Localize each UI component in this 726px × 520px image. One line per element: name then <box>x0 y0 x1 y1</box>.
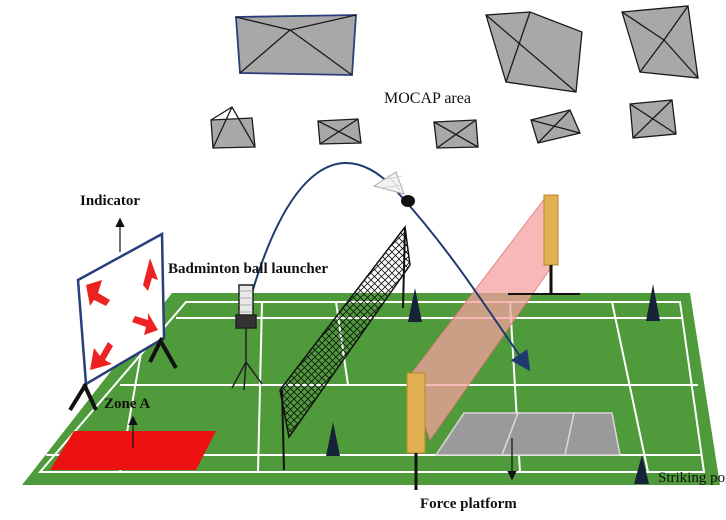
mocap-camera-icon <box>210 106 256 149</box>
indicator-board <box>68 217 178 412</box>
striking-point-label: Striking point <box>658 470 726 486</box>
badminton-net <box>279 225 411 471</box>
mocap-camera-icon <box>621 5 699 79</box>
mocap-camera-icon <box>629 99 677 139</box>
zone-a-label: Zone A <box>104 396 151 412</box>
ball-launcher-icon <box>231 284 263 391</box>
mocap-area-label: MOCAP area <box>384 90 471 107</box>
indicator-label: Indicator <box>80 193 140 209</box>
force-platform-label: Force platform <box>420 496 517 512</box>
red-arrow-icon <box>143 258 158 291</box>
mocap-cameras <box>210 5 699 149</box>
striking-point-cone-icon <box>634 455 649 484</box>
striking-point-cone-icon <box>326 422 340 456</box>
force-platform <box>434 412 621 456</box>
red-arrow-icon <box>86 280 110 306</box>
striking-point-cone-icon <box>408 288 422 322</box>
striking-point-cone-icon <box>646 284 660 321</box>
mocap-camera-icon <box>485 11 583 93</box>
mocap-camera-icon <box>530 109 581 144</box>
sensor-post-far <box>508 194 580 295</box>
mocap-camera-icon <box>433 119 479 149</box>
red-arrow-icon <box>132 313 158 335</box>
mocap-camera-icon <box>235 14 357 76</box>
sensor-post-near <box>406 372 426 490</box>
red-arrow-icon <box>90 342 113 370</box>
ball-launcher-label: Badminton ball launcher <box>168 261 329 277</box>
striking-point-cones <box>326 284 660 484</box>
shuttlecock-icon <box>372 171 415 207</box>
zone-a-area <box>50 431 216 470</box>
mocap-camera-icon <box>317 118 362 145</box>
